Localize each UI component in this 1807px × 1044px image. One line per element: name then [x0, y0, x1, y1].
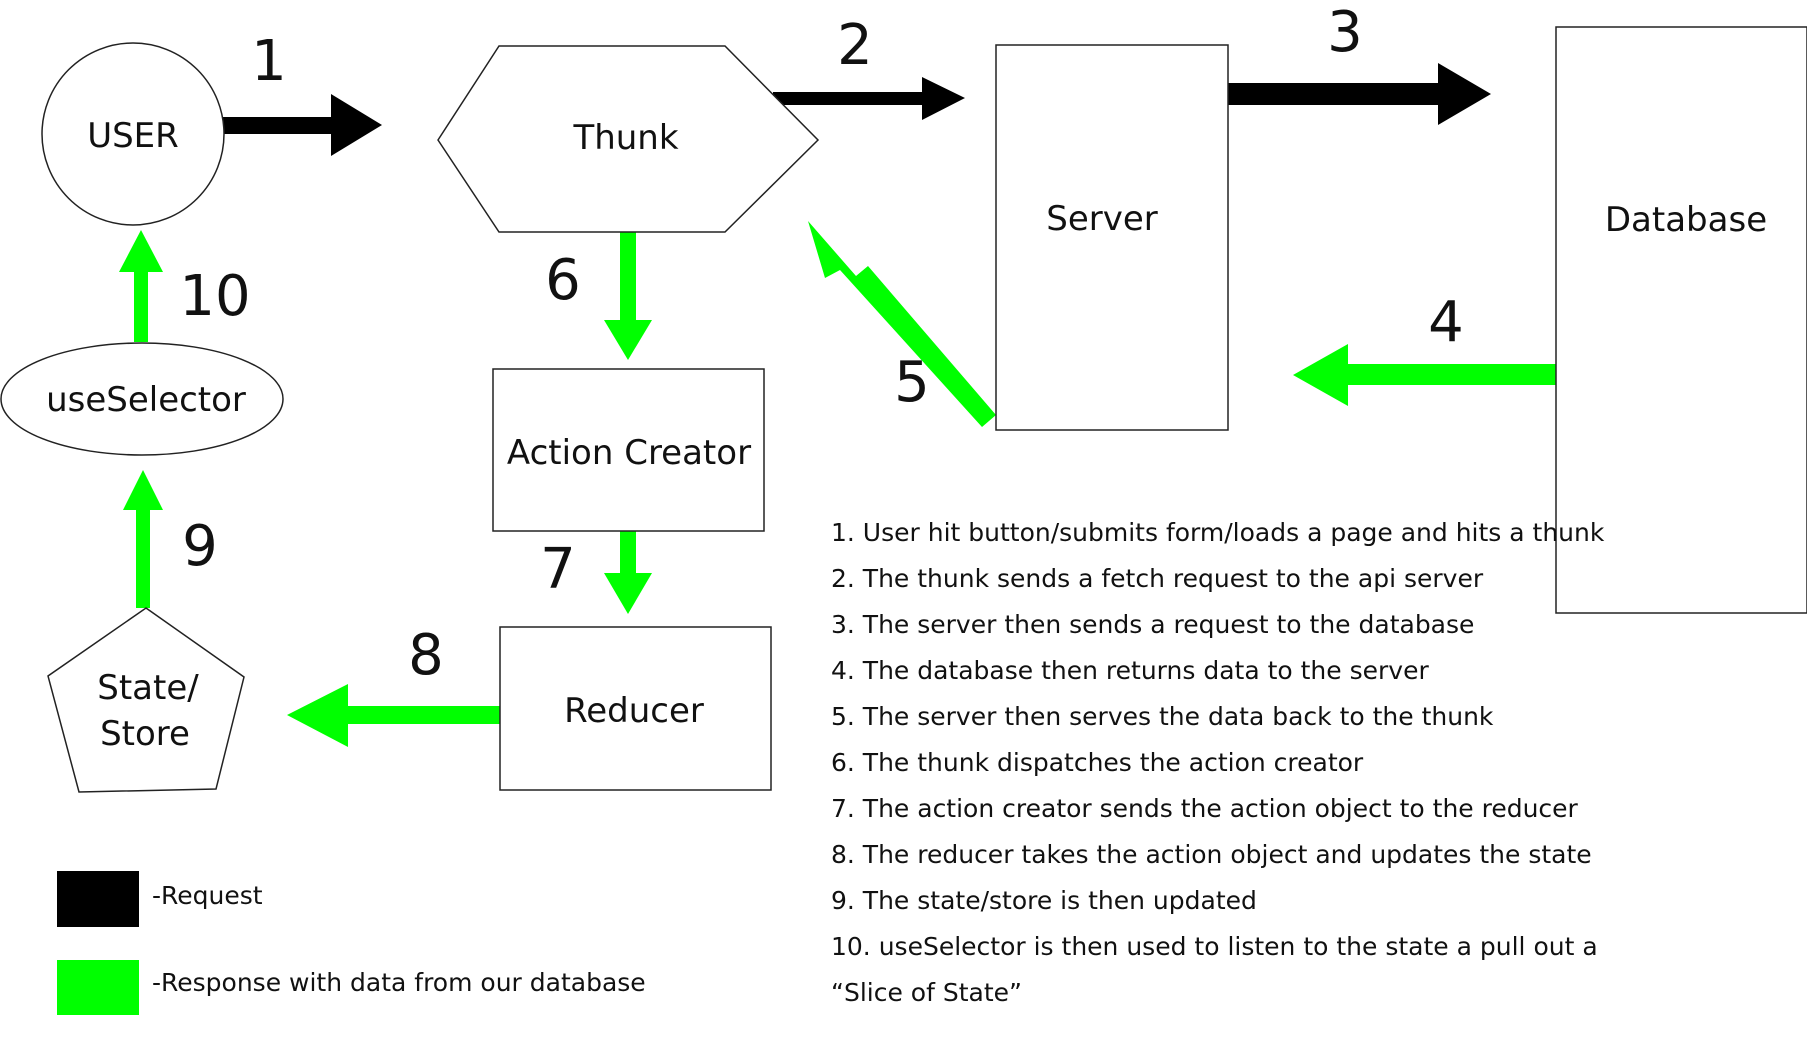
- server-label: Server: [1046, 199, 1158, 239]
- step-number-4: 4: [1428, 290, 1464, 355]
- step-number-7: 7: [540, 537, 576, 602]
- step-number-1: 1: [251, 29, 287, 94]
- description-9: 9. The state/store is then updated: [831, 886, 1257, 915]
- step-number-6: 6: [545, 248, 581, 313]
- step-number-5: 5: [894, 350, 930, 415]
- description-3: 3. The server then sends a request to th…: [831, 610, 1474, 639]
- arrow-6-response: [604, 232, 652, 360]
- database-node: [1555, 26, 1807, 614]
- server-node: [995, 44, 1229, 431]
- use-selector-node: [0, 342, 284, 456]
- step-number-9: 9: [182, 514, 218, 579]
- description-10: 10. useSelector is then used to listen t…: [831, 932, 1598, 961]
- database-label: Database: [1605, 200, 1767, 240]
- description-5: 5. The server then serves the data back …: [831, 702, 1494, 731]
- arrow-9-response: [123, 470, 163, 608]
- description-7: 7. The action creator sends the action o…: [831, 794, 1579, 823]
- legend-request-label: -Request: [152, 881, 263, 910]
- arrow-3-request: [1228, 63, 1491, 125]
- user-node: [41, 42, 225, 226]
- description-1: 1. User hit button/submits form/loads a …: [831, 518, 1605, 547]
- step-number-2: 2: [837, 13, 873, 78]
- reducer-label: Reducer: [564, 691, 704, 731]
- user-label: USER: [87, 116, 179, 156]
- description-8: 8. The reducer takes the action object a…: [831, 840, 1592, 869]
- step-number-3: 3: [1327, 0, 1363, 65]
- state-store-label-line2: Store: [100, 714, 190, 754]
- arrow-2-request: [773, 77, 965, 120]
- arrow-4-response: [1293, 344, 1556, 406]
- state-store-label-line1: State/: [97, 668, 199, 708]
- thunk-node: [437, 45, 820, 233]
- arrow-1-request: [223, 94, 382, 156]
- step-number-8: 8: [408, 623, 444, 688]
- legend-response-label: -Response with data from our database: [152, 968, 646, 997]
- description-4: 4. The database then returns data to the…: [831, 656, 1429, 685]
- legend-request-swatch: [57, 871, 139, 927]
- arrow-10-response: [119, 230, 163, 342]
- legend-response-swatch: [57, 960, 139, 1015]
- step-number-10: 10: [179, 264, 250, 329]
- arrow-7-response: [604, 531, 652, 614]
- description-6: 6. The thunk dispatches the action creat…: [831, 748, 1364, 777]
- description-10-continued: “Slice of State”: [831, 978, 1022, 1007]
- state-store-node: [47, 607, 245, 793]
- arrow-8-response: [287, 684, 500, 747]
- action-creator-node: [492, 368, 765, 532]
- arrow-5-response: [808, 221, 996, 427]
- description-2: 2. The thunk sends a fetch request to th…: [831, 564, 1484, 593]
- reducer-node: [499, 626, 772, 791]
- use-selector-label: useSelector: [46, 380, 246, 420]
- thunk-label: Thunk: [572, 118, 678, 158]
- action-creator-label: Action Creator: [507, 433, 751, 473]
